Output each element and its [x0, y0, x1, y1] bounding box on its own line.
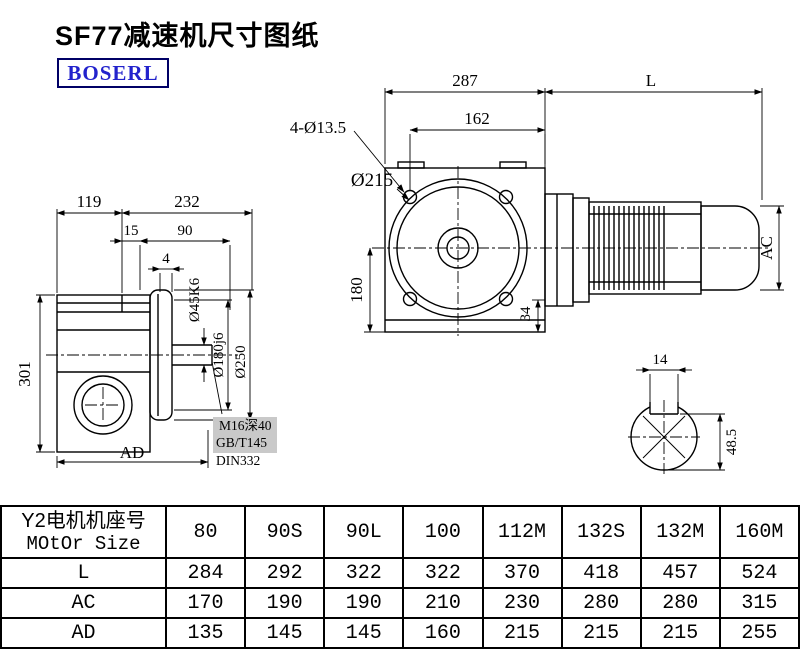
label-bolt-holes: 4-Ø13.5	[290, 118, 346, 137]
cell: 190	[244, 587, 326, 619]
table-row-L: L 284 292 322 322 370 418 457 524	[0, 557, 800, 589]
note-highlight	[213, 417, 277, 453]
side-view	[56, 289, 213, 453]
motor-size-table: Y2电机机座号 MOtOr Size 80 90S 90L 100 112M 1…	[0, 505, 800, 649]
header-cell-motor-size: Y2电机机座号 MOtOr Size	[0, 505, 167, 559]
dim-232: 232	[174, 192, 200, 211]
cell: 284	[164, 557, 247, 589]
col-header-160m: 160M	[718, 505, 800, 559]
col-header-90s: 90S	[244, 505, 326, 559]
cell: 145	[323, 617, 405, 649]
dim-48-5: 48.5	[724, 429, 740, 455]
front-view	[384, 161, 760, 333]
cell: 255	[718, 617, 800, 649]
dim-287: 287	[452, 71, 478, 90]
cell: 190	[323, 587, 405, 619]
dimension-lines	[36, 88, 784, 471]
dim-119: 119	[77, 192, 102, 211]
note-standard-din: DIN332	[216, 453, 260, 468]
cell: 160	[402, 617, 484, 649]
dim-14: 14	[653, 352, 669, 368]
label-dia-250: Ø250	[233, 345, 249, 378]
brand-logo-text: BOSERL	[67, 60, 159, 85]
col-header-80: 80	[164, 505, 247, 559]
centerlines	[46, 166, 770, 474]
dim-90: 90	[178, 223, 193, 239]
dim-15: 15	[124, 223, 139, 239]
cell: 280	[560, 587, 642, 619]
cell: 170	[164, 587, 247, 619]
cell: 215	[560, 617, 642, 649]
dim-AC: AC	[757, 236, 776, 260]
dim-180: 180	[347, 277, 366, 303]
cell: 215	[481, 617, 563, 649]
cell: 370	[481, 557, 563, 589]
col-header-100: 100	[402, 505, 484, 559]
dim-162: 162	[464, 109, 490, 128]
cell: 315	[718, 587, 800, 619]
dim-L: L	[646, 71, 656, 90]
cell: 418	[560, 557, 642, 589]
cell: 215	[639, 617, 721, 649]
header-line-cn: Y2电机机座号	[21, 509, 146, 532]
table-row-AC: AC 170 190 190 210 230 280 280 315	[0, 587, 800, 619]
col-header-112m: 112M	[481, 505, 563, 559]
header-line-en: MOtOr Size	[26, 532, 141, 555]
dim-301: 301	[15, 361, 34, 387]
table-row-AD: AD 135 145 145 160 215 215 215 255	[0, 617, 800, 649]
col-header-90l: 90L	[323, 505, 405, 559]
col-header-132s: 132S	[560, 505, 642, 559]
note-thread: M16深40	[219, 418, 272, 433]
cell: 230	[481, 587, 563, 619]
cell: 280	[639, 587, 721, 619]
cell: 524	[718, 557, 800, 589]
cell: 145	[244, 617, 326, 649]
label-dia-45: Ø45K6	[187, 277, 203, 322]
technical-drawing: 119 232 15 90 4 301 AD Ø45K6 Ø180j6 Ø250…	[15, 71, 784, 474]
cell: 292	[244, 557, 326, 589]
cell: 135	[164, 617, 247, 649]
row-label-AC: AC	[0, 587, 167, 619]
label-dia-215: Ø215	[351, 170, 393, 191]
cell: 322	[323, 557, 405, 589]
dim-34: 34	[518, 306, 534, 322]
table-header-row: Y2电机机座号 MOtOr Size 80 90S 90L 100 112M 1…	[0, 505, 800, 559]
page-title: SF77减速机尺寸图纸	[55, 21, 320, 51]
row-label-L: L	[0, 557, 167, 589]
col-header-132m: 132M	[639, 505, 721, 559]
cell: 322	[402, 557, 484, 589]
note-standard-gb: GB/T145	[216, 435, 267, 450]
brand-logo: BOSERL	[57, 58, 169, 88]
row-label-AD: AD	[0, 617, 167, 649]
dim-AD: AD	[120, 443, 145, 462]
label-dia-180: Ø180j6	[211, 332, 227, 378]
cell: 457	[639, 557, 721, 589]
dim-4: 4	[162, 251, 170, 267]
cell: 210	[402, 587, 484, 619]
